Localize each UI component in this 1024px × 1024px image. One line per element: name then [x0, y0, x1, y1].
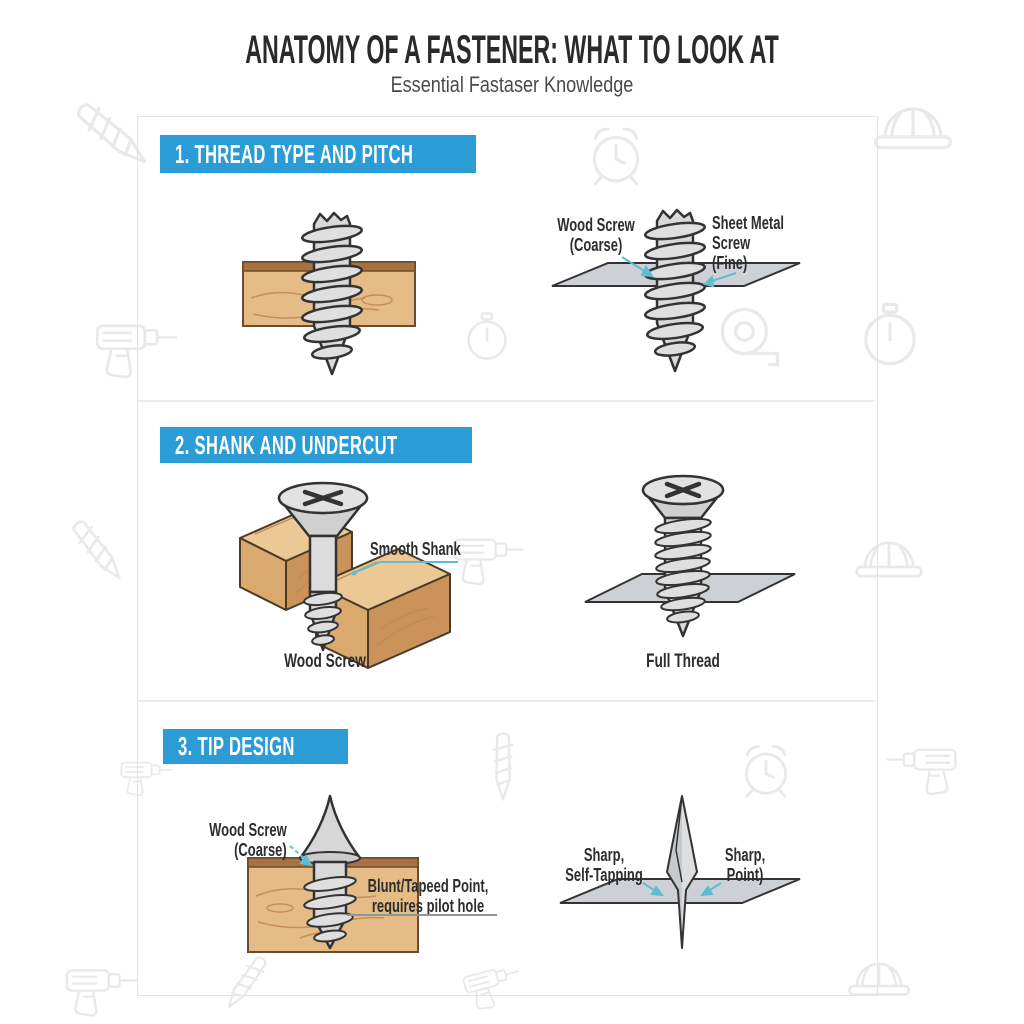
wood-screw-coarse-label: Wood Screw (Coarse) [209, 820, 287, 860]
leader-arrows [642, 882, 722, 897]
illustration-screw-in-sheet-metal [551, 208, 801, 373]
smooth-shank-label: Smooth Shank [370, 539, 461, 559]
sharp-self-tapping-label: Sharp, Self-Tapping [565, 845, 643, 885]
page-subtitle: Essential Fastaser Knowledge [390, 72, 634, 97]
drill-icon [886, 748, 957, 796]
blunt-point-screw [298, 794, 362, 950]
wood-screw-coarse-label: Wood Screw (Coarse) [557, 215, 635, 255]
illustration-screw-in-plank [242, 211, 416, 376]
sharp-point-label: Sharp, Point) [724, 845, 766, 885]
section-2-banner: 2. SHANK AND UNDERCUT [160, 427, 472, 463]
blunt-tapered-point-label: Blunt/Tapeed Point, requires pilot hole [367, 876, 489, 916]
section-divider [138, 700, 875, 702]
illustration-blunt-point-screw [247, 794, 419, 953]
full-thread-caption: Full Thread [646, 651, 720, 672]
smooth-shank-screw [277, 481, 369, 652]
section-divider [138, 400, 875, 402]
sharp-point-spindle [666, 795, 698, 949]
illustration-sharp-point [559, 795, 801, 949]
drill-icon [65, 969, 138, 1017]
phillips-cross-icon [664, 481, 702, 499]
coarse-thread-screw [643, 208, 707, 373]
illustration-full-thread-screw [584, 474, 796, 638]
phillips-cross-icon [302, 489, 344, 507]
page-title: ANATOMY OF A FASTENER: WHAT TO LOOK AT [245, 28, 779, 72]
hard-hat-icon [873, 107, 953, 150]
sheet-metal-screw-fine-label: Sheet Metal Screw (Fine) [712, 213, 785, 273]
section-3-banner: 3. TIP DESIGN [163, 729, 348, 764]
leader-line [351, 561, 458, 576]
label-underline [347, 914, 497, 916]
section-1-banner: 1. THREAD TYPE AND PITCH [160, 135, 476, 173]
leader-arrow [289, 845, 313, 867]
wood-screw-caption: Wood Screw [284, 651, 366, 672]
content-panel [137, 116, 878, 996]
screw-icon [67, 516, 129, 586]
illustration-wood-screw-blocks [239, 481, 458, 669]
coarse-thread-screw [300, 211, 364, 376]
leader-arrows [621, 256, 737, 288]
full-thread-screw [641, 474, 725, 638]
